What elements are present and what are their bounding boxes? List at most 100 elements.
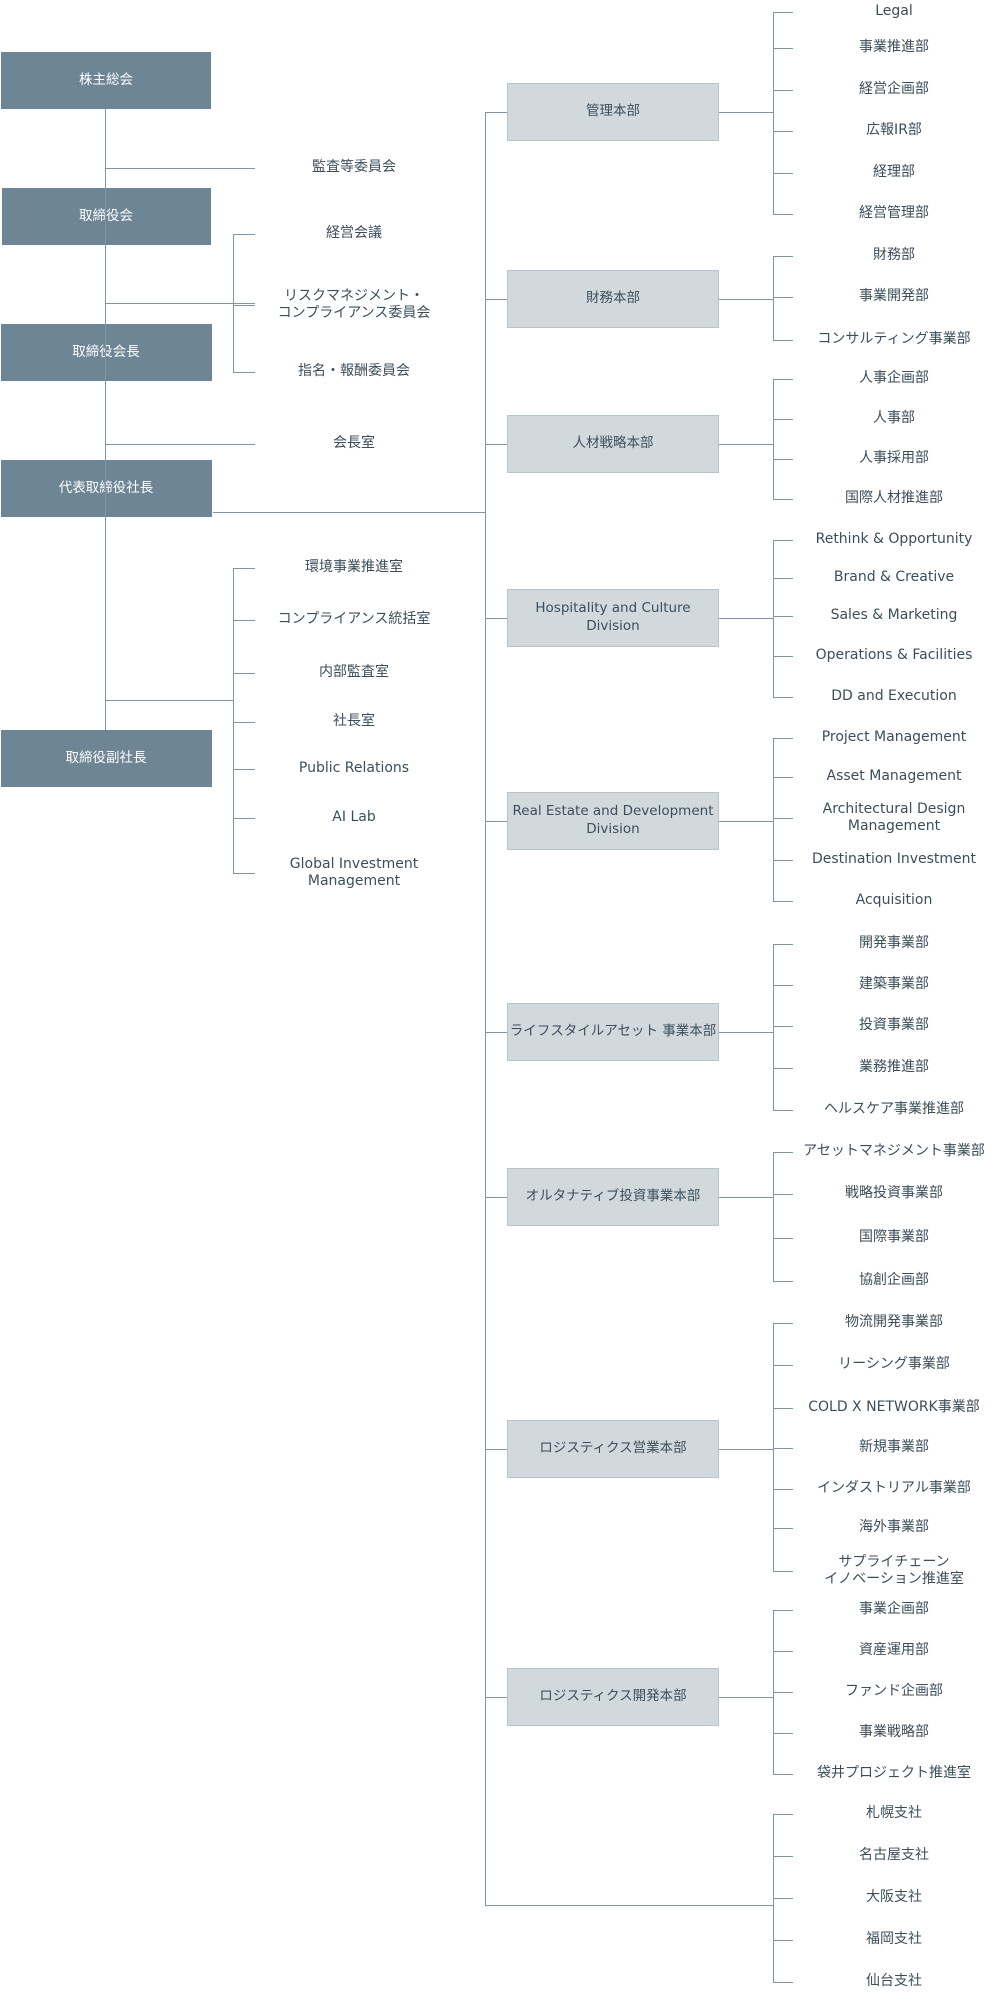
staff-office-label: 環境事業推進室 (305, 559, 403, 576)
connector-line (773, 1281, 793, 1282)
division-box[interactable]: ロジスティクス開発本部 (507, 1668, 719, 1726)
connector-line (773, 578, 793, 579)
department-label: Project Management (821, 729, 967, 746)
connector-line (773, 738, 793, 739)
department-label: 人事採用部 (859, 450, 929, 467)
connector-line (719, 444, 773, 445)
connector-line (773, 1238, 793, 1239)
division-box[interactable]: Real Estate and Development Division (507, 792, 719, 850)
department-label: コンサルティング事業部 (817, 331, 971, 348)
connector-line (233, 769, 255, 770)
exec-box[interactable]: 取締役会長 (0, 324, 212, 381)
department-label: 大阪支社 (866, 1889, 922, 1906)
department-label: 人事企画部 (859, 370, 929, 387)
department-label: Operations & Facilities (815, 647, 973, 664)
connector-line (773, 1692, 793, 1693)
connector-line (773, 1365, 793, 1366)
exec-box[interactable]: 代表取締役社長 (0, 460, 212, 517)
connector-line (485, 618, 507, 619)
board-committee-label: 経営会議 (326, 225, 382, 242)
exec-box[interactable]: 取締役会 (1, 188, 211, 245)
connector-line (233, 873, 255, 874)
connector-line (233, 305, 255, 306)
connector-line (485, 1032, 507, 1033)
connector-line (773, 1323, 793, 1324)
connector-line (773, 777, 793, 778)
connector-line (773, 1856, 793, 1857)
staff-office-label: コンプライアンス統括室 (277, 611, 431, 628)
connector-line (773, 738, 774, 901)
board-committee-label: リスクマネジメント・ コンプライアンス委員会 (277, 287, 431, 322)
connector-line (773, 297, 793, 298)
connector-line (105, 109, 106, 730)
connector-line (719, 1449, 773, 1450)
audit-committee-label: 監査等委員会 (312, 159, 396, 176)
division-box[interactable]: オルタナティブ投資事業本部 (507, 1168, 719, 1226)
connector-line (233, 568, 255, 569)
department-label: 新規事業部 (859, 1439, 929, 1456)
department-label: サプライチェーン イノベーション推進室 (824, 1553, 964, 1588)
connector-line (773, 214, 793, 215)
department-label: 開発事業部 (859, 935, 929, 952)
division-box[interactable]: 人材戦略本部 (507, 415, 719, 473)
connector-line (773, 1571, 793, 1572)
connector-line (105, 168, 255, 169)
division-box[interactable]: ロジスティクス営業本部 (507, 1420, 719, 1478)
connector-line (773, 860, 793, 861)
connector-line (719, 1197, 773, 1198)
department-label: ファンド企画部 (845, 1683, 943, 1700)
connector-line (773, 131, 793, 132)
division-box[interactable]: 財務本部 (507, 270, 719, 328)
department-label: Acquisition (855, 892, 933, 909)
connector-line (485, 1449, 507, 1450)
division-box[interactable]: 管理本部 (507, 83, 719, 141)
exec-box[interactable]: 取締役副社長 (0, 730, 212, 787)
connector-line (773, 1408, 793, 1409)
connector-line (233, 568, 234, 873)
department-label: 国際人材推進部 (845, 490, 943, 507)
department-label: Sales & Marketing (830, 607, 958, 624)
department-label: ヘルスケア事業推進部 (824, 1101, 964, 1118)
board-committee-label: 指名・報酬委員会 (298, 363, 410, 380)
connector-line (773, 256, 774, 340)
department-label: リーシング事業部 (838, 1356, 950, 1373)
connector-line (773, 12, 793, 13)
connector-line (213, 512, 485, 513)
department-label: Asset Management (826, 768, 962, 785)
exec-box[interactable]: 株主総会 (1, 52, 211, 109)
connector-line (719, 112, 773, 113)
department-label: 投資事業部 (859, 1017, 929, 1034)
department-label: 事業推進部 (859, 39, 929, 56)
department-label: 袋井プロジェクト推進室 (817, 1765, 971, 1782)
department-label: 事業企画部 (859, 1601, 929, 1618)
department-label: 物流開発事業部 (845, 1314, 943, 1331)
staff-office-label: AI Lab (332, 809, 376, 826)
division-box[interactable]: ライフスタイルアセット 事業本部 (507, 1003, 719, 1061)
connector-line (773, 901, 793, 902)
connector-line (773, 1110, 793, 1111)
connector-line (485, 112, 486, 1905)
staff-office-label: 社長室 (333, 713, 375, 730)
connector-line (105, 444, 255, 445)
connector-line (233, 620, 255, 621)
connector-line (485, 299, 507, 300)
connector-line (773, 340, 793, 341)
department-label: インダストリアル事業部 (817, 1480, 971, 1497)
chairman-office-label: 会長室 (333, 435, 375, 452)
connector-line (485, 444, 507, 445)
connector-line (773, 48, 793, 49)
connector-line (773, 379, 774, 499)
connector-line (773, 1982, 793, 1983)
division-box[interactable]: Hospitality and Culture Division (507, 589, 719, 647)
department-label: 経営企画部 (859, 81, 929, 98)
connector-line (773, 1448, 793, 1449)
connector-line (773, 1940, 793, 1941)
department-label: 経営管理部 (859, 205, 929, 222)
connector-line (773, 256, 793, 257)
connector-line (773, 379, 793, 380)
connector-line (773, 1026, 793, 1027)
connector-line (233, 372, 255, 373)
connector-line (773, 419, 793, 420)
connector-line (773, 1323, 774, 1571)
connector-line (233, 818, 255, 819)
